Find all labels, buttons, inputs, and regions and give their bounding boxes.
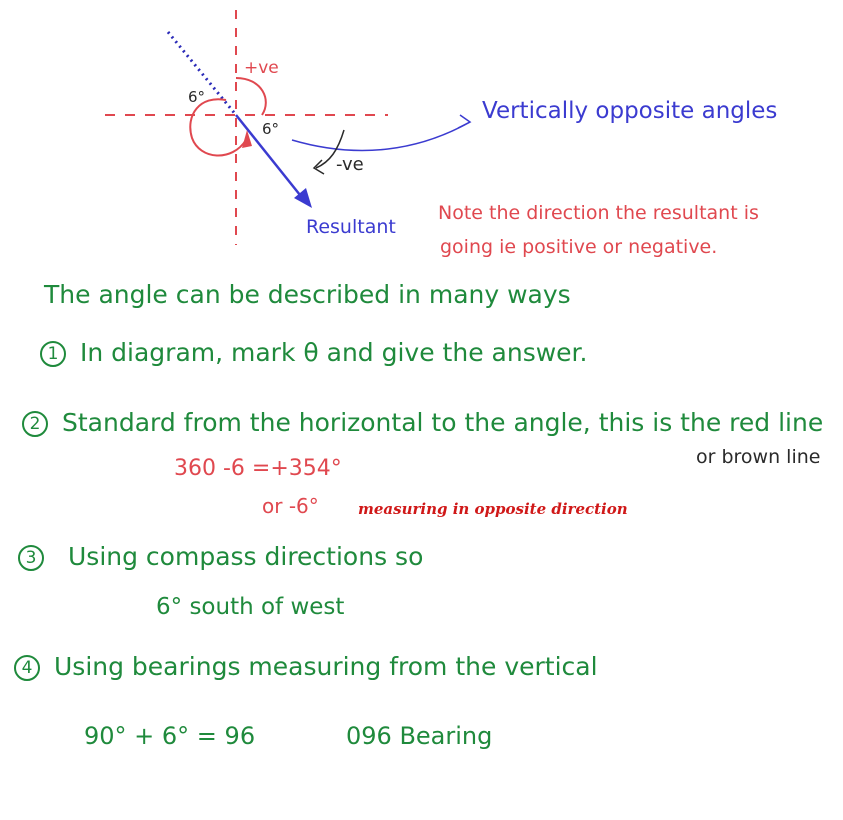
opposite-angles-curve (291, 121, 471, 152)
calc-negative: or -6° (262, 494, 319, 518)
item-3-text: Using compass directions so (68, 542, 424, 571)
item-1: 1 In diagram, mark θ and give the answer. (40, 340, 587, 367)
loop-arrowhead (242, 130, 252, 148)
opposite-direction-note: measuring in opposite direction (358, 500, 628, 518)
angle-label-right: 6° (262, 120, 280, 138)
resultant-label: Resultant (306, 216, 396, 238)
resultant-arrowhead (294, 188, 312, 208)
positive-label: +ve (244, 58, 279, 78)
resultant-vector (235, 114, 305, 201)
item-3: 3 Using compass directions so (18, 544, 423, 571)
negative-arc (315, 129, 345, 169)
item-4: 4 Using bearings measuring from the verti… (14, 654, 598, 681)
angle-label-left: 6° (188, 88, 206, 106)
vertically-opposite-label: Vertically opposite angles (482, 98, 778, 124)
angle-loop (189, 98, 247, 157)
negative-arrow (312, 159, 325, 175)
vector-diagram (105, 10, 472, 245)
item-4-number: 4 (14, 655, 40, 681)
item-1-text: In diagram, mark θ and give the answer. (80, 338, 588, 367)
opposite-angles-arrow (457, 114, 472, 129)
negative-label: -ve (336, 154, 364, 175)
bearing-calc: 90° + 6° = 96 (84, 722, 256, 750)
item-4-text: Using bearings measuring from the vertic… (54, 652, 598, 681)
bearing-answer: 096 Bearing (346, 722, 493, 750)
item-2: 2 Standard from the horizontal to the ang… (22, 410, 823, 437)
compass-answer: 6° south of west (156, 594, 345, 620)
calc-positive: 360 -6 =+354° (174, 456, 342, 481)
intro-text: The angle can be described in many ways (44, 280, 571, 309)
note-line-1: Note the direction the resultant is (438, 202, 759, 224)
positive-arc (235, 77, 267, 116)
item-3-number: 3 (18, 545, 44, 571)
item-2-number: 2 (22, 411, 48, 437)
item-1-number: 1 (40, 341, 66, 367)
brown-line-note: or brown line (696, 446, 821, 468)
note-line-2: going ie positive or negative. (440, 236, 718, 258)
item-2-text: Standard from the horizontal to the angl… (62, 408, 824, 437)
